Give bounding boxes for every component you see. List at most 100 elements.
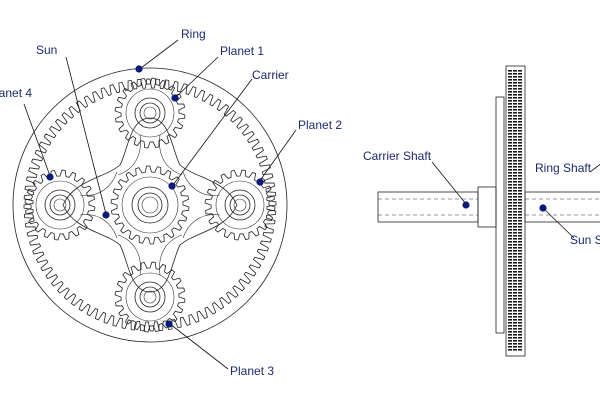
ring-tooth-mark <box>513 85 517 87</box>
ring-tooth-mark <box>508 178 512 180</box>
ring-tooth-mark <box>508 211 512 213</box>
planet-2-bore <box>229 194 251 216</box>
ring-tooth-mark <box>508 346 512 348</box>
ring-tooth-mark <box>513 274 517 276</box>
ring-tooth-mark <box>518 235 522 237</box>
ring-tooth-mark <box>508 76 512 78</box>
ring-tooth-mark <box>518 88 522 90</box>
planet-2-pin <box>233 198 247 212</box>
ring-tooth-mark <box>508 328 512 330</box>
ring-tooth-mark <box>518 229 522 231</box>
ring-tooth-mark <box>513 118 517 120</box>
ring-tooth-mark <box>513 226 517 228</box>
ring-tooth-mark <box>513 217 517 219</box>
carrier-arm-contours <box>79 134 221 276</box>
ring-tooth-mark <box>508 79 512 81</box>
planet-3-pin <box>143 290 157 304</box>
ring-tooth-mark <box>513 220 517 222</box>
ring-tooth-mark <box>508 217 512 219</box>
planet2-label: Planet 2 <box>298 118 342 132</box>
ring-tooth-mark <box>518 259 522 261</box>
ring-tooth-mark <box>513 151 517 153</box>
planet-4-bore <box>49 194 71 216</box>
ring-tooth-mark <box>518 151 522 153</box>
ring-tooth-mark <box>508 295 512 297</box>
sun-gear-body <box>121 176 179 234</box>
ring-tooth-mark <box>518 91 522 93</box>
ring-tooth-mark <box>513 76 517 78</box>
ring-tooth-mark <box>518 169 522 171</box>
ring-tooth-mark <box>518 337 522 339</box>
planet-1-hub <box>134 97 166 129</box>
ring-tooth-mark <box>518 325 522 327</box>
ring-tooth-mark <box>518 307 522 309</box>
ring-tooth-mark <box>508 337 512 339</box>
ring-tooth-mark <box>513 337 517 339</box>
ring-tooth-mark <box>518 94 522 96</box>
carrier-shaft <box>377 191 479 223</box>
ring-tooth-mark <box>508 196 512 198</box>
ring-tooth-mark <box>508 331 512 333</box>
ring-tooth-mark <box>518 328 522 330</box>
ring-tooth-mark <box>518 301 522 303</box>
ring-tooth-mark <box>518 160 522 162</box>
ring-tooth-mark <box>518 310 522 312</box>
ring-tooth-mark <box>518 148 522 150</box>
ring-tooth-mark <box>513 259 517 261</box>
ring-tooth-mark <box>513 88 517 90</box>
ring-tooth-mark <box>518 349 522 351</box>
ring-tooth-mark <box>508 118 512 120</box>
ring-tooth-mark <box>513 208 517 210</box>
ring-tooth-mark <box>508 88 512 90</box>
ring-tooth-mark <box>513 334 517 336</box>
ring-tooth-mark <box>508 70 512 72</box>
ring-tooth-mark <box>513 307 517 309</box>
ring-tooth-mark <box>513 253 517 255</box>
ring-tooth-mark <box>513 229 517 231</box>
ring-tooth-mark <box>518 106 522 108</box>
ring-tooth-mark <box>508 301 512 303</box>
ring-tooth-mark <box>508 307 512 309</box>
ring-tooth-mark <box>518 295 522 297</box>
ring-tooth-mark <box>508 319 512 321</box>
ring-tooth-mark <box>508 142 512 144</box>
ring-tooth-mark <box>518 100 522 102</box>
ring-tooth-mark <box>508 322 512 324</box>
ring-tooth-mark <box>518 109 522 111</box>
ring-tooth-mark <box>518 145 522 147</box>
ring-tooth-mark <box>513 187 517 189</box>
ring-tooth-mark <box>513 256 517 258</box>
ring-tooth-mark <box>508 109 512 111</box>
planet-3-body <box>125 272 175 322</box>
ring-tooth-mark <box>518 127 522 129</box>
carrier-disc-side <box>495 96 505 334</box>
ring-tooth-mark <box>513 292 517 294</box>
ring-tooth-mark <box>508 226 512 228</box>
ring-tooth-mark <box>513 277 517 279</box>
ring-tooth-mark <box>518 268 522 270</box>
ring-tooth-mark <box>518 166 522 168</box>
ring-marker-dot <box>135 65 143 73</box>
ring-tooth-mark <box>513 289 517 291</box>
ring-tooth-mark <box>508 205 512 207</box>
planet-1-gear <box>114 77 186 149</box>
ring-tooth-mark <box>518 289 522 291</box>
side-view: Carrier Shaft Ring Shaft Sun S <box>363 65 600 357</box>
ring-tooth-mark <box>518 73 522 75</box>
ring-tooth-mark <box>518 334 522 336</box>
ring-tooth-mark <box>508 280 512 282</box>
ring-tooth-mark <box>508 286 512 288</box>
ring-tooth-mark <box>508 187 512 189</box>
carrier-shaft-leader-line <box>431 161 467 205</box>
ring-tooth-mark <box>513 235 517 237</box>
ring-tooth-mark <box>508 334 512 336</box>
ring-tooth-mark <box>508 184 512 186</box>
sun-hub-outer <box>131 186 169 224</box>
ring-tooth-mark <box>518 223 522 225</box>
carrier-leader-line <box>172 78 253 186</box>
ring-tooth-mark <box>508 316 512 318</box>
ring-tooth-mark <box>508 166 512 168</box>
ring-tooth-mark <box>508 73 512 75</box>
ring-tooth-mark <box>518 139 522 141</box>
ring-tooth-mark <box>513 103 517 105</box>
